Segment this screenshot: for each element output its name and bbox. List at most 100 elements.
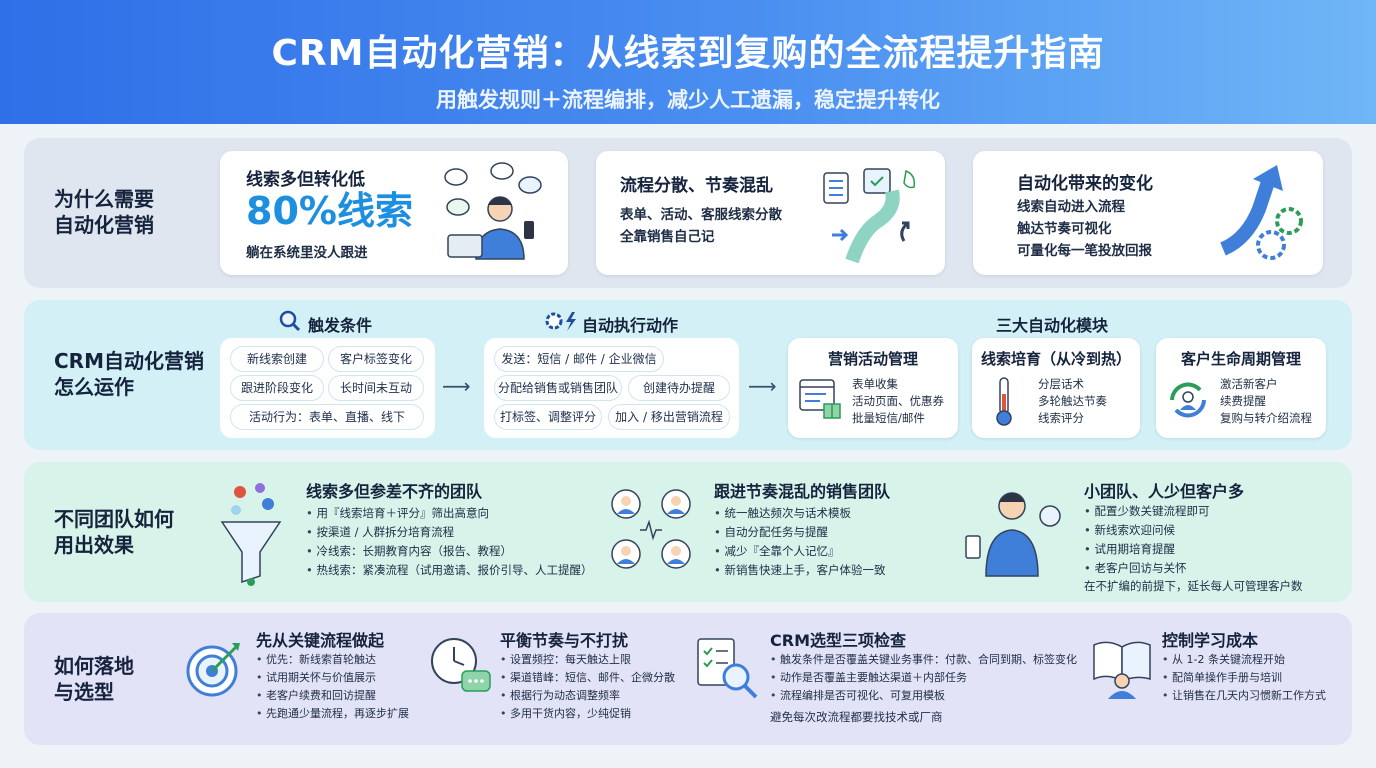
trigger-title: 触发条件 bbox=[308, 316, 373, 335]
trigger-item: 新线索创建 bbox=[230, 346, 324, 372]
landing-2-item: 多用干货内容，少纯促销 bbox=[500, 705, 675, 723]
action-item: 加入 / 移出营销流程 bbox=[608, 404, 730, 430]
clock-chat-icon bbox=[431, 638, 491, 692]
team-3-item: 老客户回访与关怀 bbox=[1084, 559, 1209, 578]
card-scattered-process-line-1: 表单、活动、客服线索分散 bbox=[620, 207, 782, 223]
teams-section-title: 不同团队如何 用出效果 bbox=[54, 507, 174, 557]
card-automation-change-line-1: 线索自动进入流程 bbox=[1017, 199, 1125, 215]
action-title: 自动执行动作 bbox=[582, 316, 679, 335]
why-section-title: 为什么需要 自动化营销 bbox=[54, 187, 154, 237]
team-1-list: 用『线索培育＋评分』筛出高意向 按渠道 / 人群拆分培育流程 冷线索：长期教育内… bbox=[306, 504, 592, 580]
module-line: 批量短信/邮件 bbox=[852, 411, 925, 425]
module-nurturing: 线索培育（从冷到热） 分层话术 多轮触达节奏 线索评分 bbox=[972, 338, 1140, 438]
landing-2-title: 平衡节奏与不打扰 bbox=[500, 631, 629, 650]
flow-arrow: ⟶ bbox=[442, 374, 471, 398]
team-1-item: 用『线索培育＋评分』筛出高意向 bbox=[306, 504, 592, 523]
landing-3-item: 触发条件是否覆盖关键业务事件：付款、合同到期、标签变化 bbox=[770, 651, 1077, 669]
landing-4-list: 从 1-2 条关键流程开始 配简单操作手册与培训 让销售在几天内习惯新工作方式 bbox=[1162, 651, 1326, 705]
module-line: 续费提醒 bbox=[1220, 394, 1266, 408]
page-title: CRM自动化营销：从线索到复购的全流程提升指南 bbox=[271, 33, 1105, 74]
landing-1-item: 先跑通少量流程，再逐步扩展 bbox=[256, 705, 409, 723]
team-1-item: 按渠道 / 人群拆分培育流程 bbox=[306, 523, 592, 542]
sales-team-avatars-icon bbox=[611, 489, 691, 569]
how-section: CRM自动化营销 怎么运作 触发条件 新线索创建 客户标签变化 跟进阶段变化 长… bbox=[24, 300, 1352, 450]
page-subtitle: 用触发规则＋流程编排，减少人工遗漏，稳定提升转化 bbox=[436, 88, 940, 112]
card-automation-change-line-3: 可量化每一笔投放回报 bbox=[1017, 243, 1152, 259]
growth-arrow-gears-icon bbox=[1219, 165, 1303, 260]
campaign-page-gift-icon bbox=[799, 379, 841, 419]
landing-1-list: 优先：新线索首轮触达 试用期关怀与价值展示 老客户续费和回访提醒 先跑通少量流程… bbox=[256, 651, 409, 723]
flow-arrow: ⟶ bbox=[748, 374, 777, 398]
team-3-item: 配置少数关键流程即可 bbox=[1084, 502, 1209, 521]
target-icon bbox=[186, 643, 240, 697]
team-3-title: 小团队、人少但客户多 bbox=[1084, 482, 1245, 501]
card-scattered-process-title: 流程分散、节奏混乱 bbox=[620, 176, 773, 196]
trigger-item: 客户标签变化 bbox=[328, 346, 424, 372]
landing-1-item: 老客户续费和回访提醒 bbox=[256, 687, 409, 705]
team-2-item: 统一触达频次与话术模板 bbox=[714, 504, 885, 523]
module-line: 复购与转介绍流程 bbox=[1220, 411, 1312, 425]
module-campaign-title: 营销活动管理 bbox=[827, 350, 918, 368]
landing-2-list: 设置频控：每天触达上限 渠道错峰：短信、邮件、企微分散 根据行为动态调整频率 多… bbox=[500, 651, 675, 723]
module-line: 激活新客户 bbox=[1220, 377, 1278, 391]
landing-4-item: 配简单操作手册与培训 bbox=[1162, 669, 1326, 687]
card-automation-change: 自动化带来的变化 线索自动进入流程 触达节奏可视化 可量化每一笔投放回报 bbox=[973, 151, 1323, 275]
action-item: 打标签、调整评分 bbox=[494, 404, 602, 430]
scattered-workflow-icon bbox=[823, 168, 916, 264]
action-item: 发送：短信 / 邮件 / 企业微信 bbox=[494, 346, 664, 372]
landing-3-title: CRM选型三项检查 bbox=[770, 631, 906, 650]
module-line: 分层话术 bbox=[1038, 377, 1084, 391]
module-line: 表单收集 bbox=[852, 377, 898, 391]
landing-4-item: 让销售在几天内习惯新工作方式 bbox=[1162, 687, 1326, 705]
landing-1-title: 先从关键流程做起 bbox=[256, 631, 385, 650]
landing-section: 如何落地 与选型 先从关键流程做起 优先：新线索首轮触达 试用期关怀与价值展示 … bbox=[24, 613, 1352, 745]
landing-section-title: 如何落地 与选型 bbox=[54, 654, 134, 704]
card-automation-change-line-2: 触达节奏可视化 bbox=[1017, 221, 1112, 237]
trigger-box: 新线索创建 客户标签变化 跟进阶段变化 长时间未互动 活动行为：表单、直播、线下 bbox=[220, 338, 435, 438]
lifecycle-cycle-icon bbox=[1170, 382, 1206, 418]
landing-2-item: 渠道错峰：短信、邮件、企微分散 bbox=[500, 669, 675, 687]
landing-1-item: 优先：新线索首轮触达 bbox=[256, 651, 409, 669]
thermometer-icon bbox=[996, 377, 1012, 426]
checklist-magnifier-icon bbox=[697, 638, 758, 699]
small-team-person-icon bbox=[965, 492, 1061, 577]
action-item: 创建待办提醒 bbox=[628, 375, 730, 401]
team-3-item: 新线索欢迎问候 bbox=[1084, 521, 1209, 540]
teams-section: 不同团队如何 用出效果 线索多但参差不齐的团队 用『线索培育＋评分』筛出高意向 … bbox=[24, 462, 1352, 602]
stat-80-percent: 80%线索 bbox=[246, 189, 413, 233]
module-line: 线索评分 bbox=[1038, 411, 1084, 425]
gear-lightning-icon bbox=[545, 312, 576, 331]
card-low-conversion-title: 线索多但转化低 bbox=[246, 170, 365, 190]
card-scattered-process: 流程分散、节奏混乱 表单、活动、客服线索分散 全靠销售自己记 bbox=[596, 151, 945, 275]
team-1-item: 热线索：紧凑流程（试用邀请、报价引导、人工提醒） bbox=[306, 561, 592, 580]
landing-3-item: 动作是否覆盖主要触达渠道＋内部任务 bbox=[770, 669, 1077, 687]
team-2-list: 统一触达频次与话术模板 自动分配任务与提醒 减少『全靠个人记忆』 新销售快速上手… bbox=[714, 504, 885, 580]
trigger-item: 跟进阶段变化 bbox=[230, 375, 324, 401]
why-section: 为什么需要 自动化营销 线索多但转化低 80%线索 躺在系统里没人跟进 流程分散… bbox=[24, 138, 1352, 288]
modules-title: 三大自动化模块 bbox=[996, 316, 1109, 335]
search-icon bbox=[279, 310, 301, 332]
action-box: 发送：短信 / 邮件 / 企业微信 分配给销售或销售团队 创建待办提醒 打标签、… bbox=[484, 338, 739, 438]
trigger-item: 长时间未互动 bbox=[328, 375, 424, 401]
team-2-title: 跟进节奏混乱的销售团队 bbox=[714, 482, 891, 501]
landing-2-item: 根据行为动态调整频率 bbox=[500, 687, 675, 705]
team-2-item: 自动分配任务与提醒 bbox=[714, 523, 885, 542]
module-lifecycle: 客户生命周期管理 激活新客户 续费提醒 复购与转介绍流程 bbox=[1156, 338, 1326, 438]
team-2-item: 新销售快速上手，客户体验一致 bbox=[714, 561, 885, 580]
landing-3-list: 触发条件是否覆盖关键业务事件：付款、合同到期、标签变化 动作是否覆盖主要触达渠道… bbox=[770, 651, 1077, 705]
trigger-item: 活动行为：表单、直播、线下 bbox=[230, 404, 424, 430]
team-1-title: 线索多但参差不齐的团队 bbox=[306, 482, 483, 501]
page-header: CRM自动化营销：从线索到复购的全流程提升指南 用触发规则＋流程编排，减少人工遗… bbox=[0, 0, 1376, 124]
landing-1-item: 试用期关怀与价值展示 bbox=[256, 669, 409, 687]
card-automation-change-title: 自动化带来的变化 bbox=[1017, 174, 1153, 194]
module-lifecycle-title: 客户生命周期管理 bbox=[1180, 350, 1301, 368]
team-1-item: 冷线索：长期教育内容（报告、教程） bbox=[306, 542, 592, 561]
landing-4-title: 控制学习成本 bbox=[1162, 631, 1259, 650]
card-low-conversion: 线索多但转化低 80%线索 躺在系统里没人跟进 bbox=[220, 151, 568, 275]
card-scattered-process-line-2: 全靠销售自己记 bbox=[620, 229, 715, 245]
team-3-note: 在不扩编的前提下，延长每人可管理客户数 bbox=[1084, 579, 1303, 593]
module-line: 多轮触达节奏 bbox=[1038, 394, 1107, 408]
action-item: 分配给销售或销售团队 bbox=[494, 375, 622, 401]
module-nurturing-title: 线索培育（从冷到热） bbox=[980, 350, 1131, 368]
how-section-title: CRM自动化营销 怎么运作 bbox=[54, 349, 204, 399]
